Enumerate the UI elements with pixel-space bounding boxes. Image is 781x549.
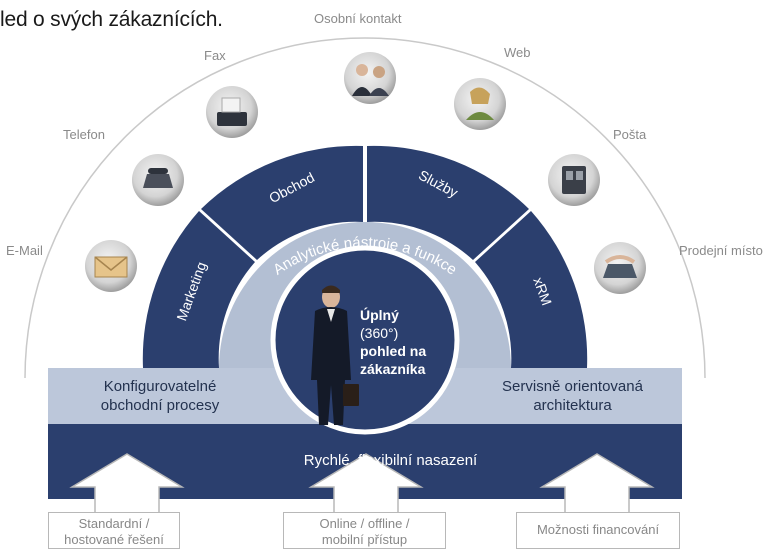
businessman-figure — [311, 285, 359, 425]
arrow-standard — [69, 453, 185, 521]
center-line4: zákazníka — [360, 361, 426, 377]
center-line3: pohled na — [360, 343, 427, 359]
center-line1: Úplný — [360, 307, 399, 323]
feature-financing: Možnosti financování — [516, 512, 680, 549]
feature-standard: Standardní / hostované řešení — [48, 512, 180, 549]
channel-email: E-Mail — [6, 243, 43, 258]
channel-fax: Fax — [204, 48, 226, 63]
band-left-line2: obchodní procesy — [100, 397, 220, 414]
band-right-line2: architektura — [533, 397, 612, 414]
center-label: Úplný (360°) pohled na zákazníka — [360, 306, 450, 378]
photo-fax — [206, 86, 258, 138]
segment-obchod — [201, 145, 363, 260]
band-left-line1: Konfigurovatelné — [103, 378, 217, 395]
channel-osobni-kontakt: Osobní kontakt — [314, 11, 402, 26]
segment-sluzby — [367, 145, 529, 260]
feature-standard-line2: hostované řešení — [64, 532, 164, 547]
photo-email — [85, 240, 137, 292]
arrow-online — [308, 453, 424, 521]
header-text: led o svých zákaznících. — [0, 8, 223, 31]
photo-telefon — [132, 154, 184, 206]
band-label-right: Servisně orientovaná architektura — [470, 377, 675, 415]
photo-osobni-kontakt — [344, 52, 396, 104]
channel-posta: Pošta — [613, 127, 647, 142]
base-label: Rychlé, flexibilní nasazení — [303, 452, 478, 469]
photo-prodejni-misto — [594, 242, 646, 294]
feature-standard-line1: Standardní / — [78, 516, 150, 531]
outer-arc — [24, 37, 706, 379]
channel-telefon: Telefon — [63, 127, 105, 142]
feature-financing-line1: Možnosti financování — [536, 522, 660, 537]
center-line2: (360°) — [360, 325, 399, 341]
feature-online: Online / offline / mobilní přístup — [283, 512, 446, 549]
arrow-financing — [539, 453, 655, 521]
segment-xrm — [475, 211, 588, 368]
photo-posta — [548, 154, 600, 206]
feature-online-line1: Online / offline / — [319, 516, 410, 531]
photo-web — [454, 78, 506, 130]
band-right-line1: Servisně orientovaná — [502, 378, 643, 395]
band-label-left: Konfigurovatelné obchodní procesy — [60, 377, 260, 415]
segment-marketing — [142, 211, 255, 368]
channel-prodejni-misto: Prodejní místo — [679, 243, 763, 258]
channel-web: Web — [504, 45, 531, 60]
feature-online-line2: mobilní přístup — [321, 532, 408, 547]
